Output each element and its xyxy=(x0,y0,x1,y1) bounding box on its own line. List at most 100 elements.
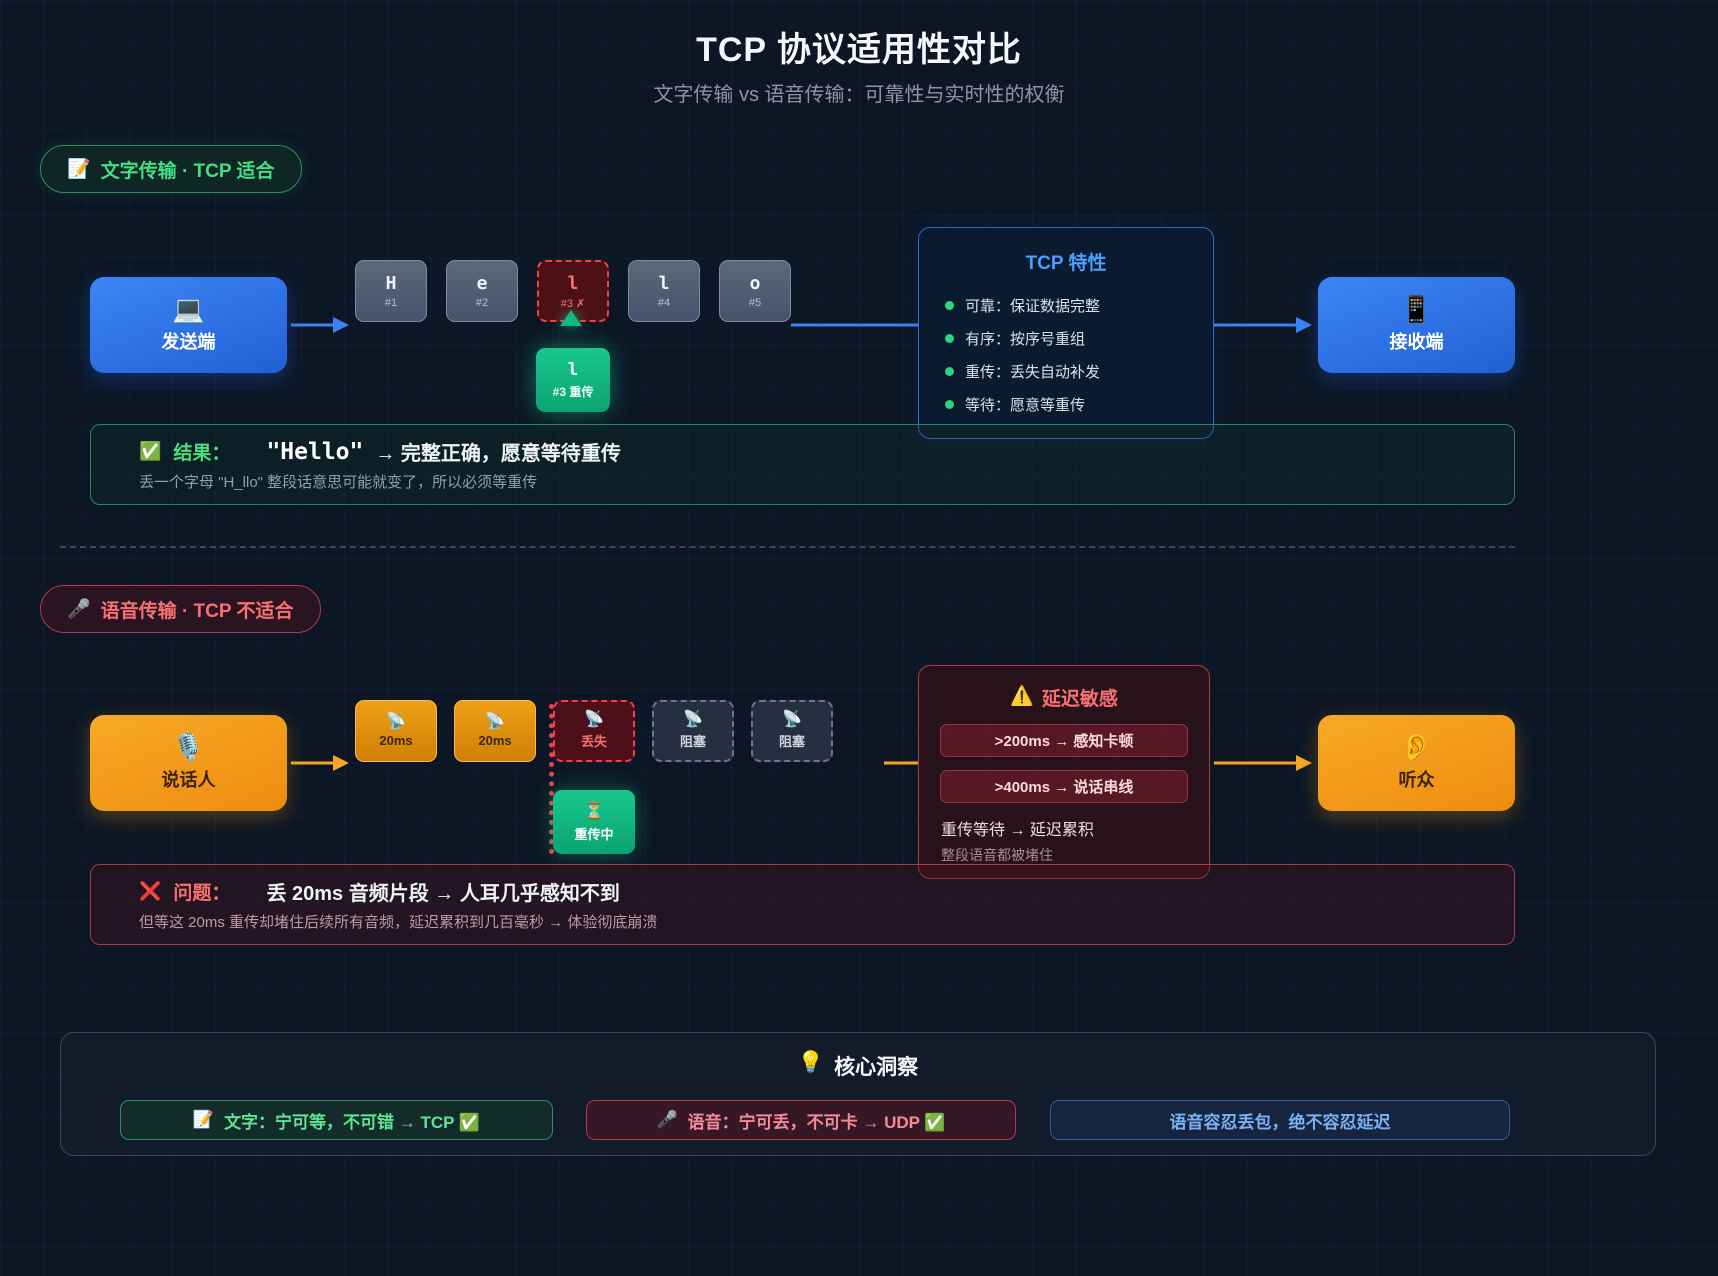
tcp-feature-text: 重传：丢失自动补发 xyxy=(965,364,1101,381)
tcp-feature-item: 等待：愿意等重传 xyxy=(919,388,1213,421)
receiver-label: 接收端 xyxy=(1389,332,1444,352)
delay-note-secondary: 整段语音都被堵住 xyxy=(941,847,1053,863)
tcp-feature-text: 有序：按序号重组 xyxy=(965,331,1086,348)
tcp-feature-item: 有序：按序号重组 xyxy=(919,322,1213,355)
packet-seq: #1 xyxy=(384,297,398,309)
packet-char: l xyxy=(567,272,579,294)
bullet-dot-icon xyxy=(945,301,954,310)
blue-line-segment-icon xyxy=(791,323,918,327)
memo-icon: 📝 xyxy=(67,159,91,180)
retransmit-packet: l #3 重传 xyxy=(536,348,610,412)
insight-pill-label: 文字：宁可等，不可错 → TCP ✅ xyxy=(224,1112,481,1132)
packet-seq: #2 xyxy=(475,297,489,309)
insight-pill-label: 语音容忍丢包，绝不容忍延迟 xyxy=(1169,1112,1391,1132)
satellite-icon: 📡 xyxy=(485,713,505,730)
insight-pill-voice: 🎤 语音：宁可丢，不可卡 → UDP ✅ xyxy=(586,1100,1016,1140)
tcp-feature-item: 可靠：保证数据完整 xyxy=(919,289,1213,322)
delay-threshold-row: >200ms → 感知卡顿 xyxy=(940,724,1188,757)
insight-pill-text: 📝 文字：宁可等，不可错 → TCP ✅ xyxy=(120,1100,553,1140)
delay-panel-title-text: 延迟敏感 xyxy=(1041,689,1118,710)
voice-packet-4-blocked: 📡 阻塞 xyxy=(652,700,734,762)
text-result-box: ✅ 结果： "Hello" → 完整正确，愿意等待重传 丢一个字母 "H_llo… xyxy=(90,424,1515,505)
retransmit-up-arrow-icon xyxy=(560,310,582,326)
delay-panel-title: ⚠️ 延迟敏感 xyxy=(919,684,1209,711)
result-line: ✅ 结果： "Hello" → 完整正确，愿意等待重传 xyxy=(139,437,1514,466)
text-packet-1: H #1 xyxy=(355,260,427,322)
listener-node: 👂 听众 xyxy=(1318,715,1515,811)
voice-section-badge: 🎤 语音传输 · TCP 不适合 xyxy=(40,585,321,633)
retransmit-label: #3 重传 xyxy=(552,385,594,399)
hourglass-icon: ⏳ xyxy=(584,803,604,820)
listener-label: 听众 xyxy=(1398,770,1435,790)
satellite-icon: 📡 xyxy=(683,711,703,728)
tcp-feature-item: 重传：丢失自动补发 xyxy=(919,355,1213,388)
result-subtext: 丢一个字母 "H_llo" 整段话意思可能就变了，所以必须等重传 xyxy=(139,474,538,491)
insight-pill-summary: 语音容忍丢包，绝不容忍延迟 xyxy=(1050,1100,1510,1140)
voice-section-badge-label: 语音传输 · TCP 不适合 xyxy=(100,600,294,622)
check-icon: ✅ xyxy=(139,441,162,461)
page-subtitle: 文字传输 vs 语音传输：可靠性与实时性的权衡 xyxy=(653,84,1065,106)
problem-text: 丢 20ms 音频片段 → 人耳几乎感知不到 xyxy=(266,883,620,905)
packet-char: H xyxy=(385,273,397,294)
voice-packet-label: 阻塞 xyxy=(778,734,805,749)
result-text: → 完整正确，愿意等待重传 xyxy=(375,443,621,465)
problem-line: ❌ 问题： 丢 20ms 音频片段 → 人耳几乎感知不到 xyxy=(139,877,1514,906)
laptop-icon: 💻 xyxy=(172,294,205,324)
orange-line-segment-icon xyxy=(884,761,918,765)
text-packet-5: o #5 xyxy=(719,260,791,322)
retrying-box: ⏳ 重传中 xyxy=(553,790,635,854)
packet-seq: #3 ✗ xyxy=(560,297,586,310)
packet-char: o xyxy=(749,273,761,294)
insight-pill-label: 语音：宁可丢，不可卡 → UDP ✅ xyxy=(687,1112,946,1132)
bullet-dot-icon xyxy=(945,367,954,376)
speaker-node: 🎙️ 说话人 xyxy=(90,715,287,811)
insight-title-text: 核心洞察 xyxy=(834,1056,919,1079)
delay-sensitivity-panel: ⚠️ 延迟敏感 >200ms → 感知卡顿 >400ms → 说话串线 重传等待… xyxy=(918,665,1210,879)
text-packet-2: e #2 xyxy=(446,260,518,322)
text-section-badge: 📝 文字传输 · TCP 适合 xyxy=(40,145,302,193)
retrying-label: 重传中 xyxy=(574,827,614,842)
sender-node: 💻 发送端 xyxy=(90,277,287,373)
tcp-panel-title: TCP 特性 xyxy=(1025,253,1107,274)
delay-threshold-row: >400ms → 说话串线 xyxy=(940,770,1188,803)
text-packet-3-lost: l #3 ✗ xyxy=(537,260,609,322)
voice-problem-box: ❌ 问题： 丢 20ms 音频片段 → 人耳几乎感知不到 但等这 20ms 重传… xyxy=(90,864,1515,945)
receiver-node: 📱 接收端 xyxy=(1318,277,1515,373)
satellite-icon: 📡 xyxy=(584,711,604,728)
tcp-features-panel: TCP 特性 可靠：保证数据完整 有序：按序号重组 重传：丢失自动补发 等待：愿… xyxy=(918,227,1214,439)
blue-arrow-sender-icon xyxy=(291,317,349,333)
satellite-icon: 📡 xyxy=(386,713,406,730)
tcp-feature-text: 可靠：保证数据完整 xyxy=(965,298,1101,315)
lightbulb-icon: 💡 xyxy=(797,1051,825,1074)
voice-packet-1: 📡 20ms xyxy=(355,700,437,762)
bullet-dot-icon xyxy=(945,334,954,343)
insight-title: 💡 核心洞察 xyxy=(61,1051,1655,1081)
cross-icon: ❌ xyxy=(139,881,162,901)
voice-packet-label: 20ms xyxy=(379,733,413,748)
delay-note-primary: 重传等待 → 延迟累积 xyxy=(941,822,1094,839)
lost-retry-dotted-line xyxy=(549,704,554,854)
problem-label: 问题： xyxy=(173,883,231,904)
memo-icon: 📝 xyxy=(192,1110,215,1129)
result-code: "Hello" xyxy=(266,438,364,465)
voice-packet-label: 阻塞 xyxy=(679,734,706,749)
satellite-icon: 📡 xyxy=(782,711,802,728)
studio-microphone-icon: 🎙️ xyxy=(172,732,205,762)
ear-icon: 👂 xyxy=(1400,732,1433,762)
warning-icon: ⚠️ xyxy=(1010,686,1034,707)
smartphone-icon: 📱 xyxy=(1400,294,1433,324)
speaker-label: 说话人 xyxy=(161,770,216,790)
microphone-icon: 🎤 xyxy=(656,1110,678,1129)
bullet-dot-icon xyxy=(945,400,954,409)
voice-packet-2: 📡 20ms xyxy=(454,700,536,762)
sender-label: 发送端 xyxy=(161,332,216,352)
problem-subtext: 但等这 20ms 重传却堵住后续所有音频，延迟累积到几百毫秒 → 体验彻底崩溃 xyxy=(139,914,658,931)
packet-char: e xyxy=(476,273,488,294)
packet-char: l xyxy=(658,273,670,294)
voice-packet-label: 丢失 xyxy=(580,734,607,749)
text-packet-4: l #4 xyxy=(628,260,700,322)
voice-packet-3-lost: 📡 丢失 xyxy=(553,700,635,762)
microphone-icon: 🎤 xyxy=(67,599,91,620)
blue-arrow-receiver-icon xyxy=(1214,317,1312,333)
page-title: TCP 协议适用性对比 xyxy=(696,31,1022,69)
